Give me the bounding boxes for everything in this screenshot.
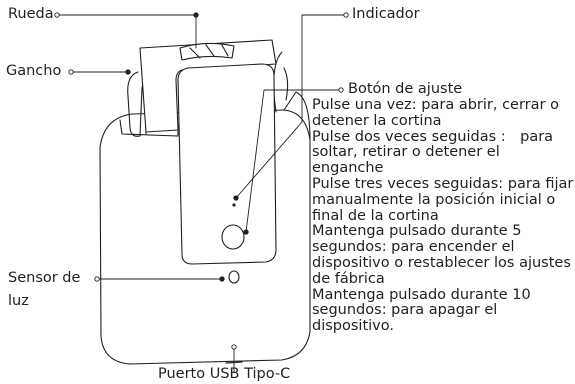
usb-port-label: Puerto USB Tipo-C (158, 366, 291, 382)
body-shoulder (119, 119, 179, 137)
indicator-label: Indicador (352, 6, 420, 22)
hook-label: Gancho (6, 63, 62, 79)
indicator-dot (232, 203, 236, 207)
light-sensor (228, 270, 240, 284)
instruction-item: Mantenga pulsado durante 10 segundos: pa… (312, 286, 531, 335)
wheel-label: Rueda (8, 6, 54, 22)
front-panel (177, 63, 277, 265)
leader-lines (54, 12, 349, 373)
instruction-item: Pulse una vez: para abrir, cerrar o dete… (312, 97, 559, 129)
instruction-item: Pulse tres veces seguidas: para fijar ma… (312, 175, 574, 224)
instruction-item: Pulse dos veces seguidas : para soltar, … (312, 128, 554, 177)
light-sensor-label-line2: luz (8, 293, 29, 309)
light-sensor-label-line1: Sensor de (8, 270, 81, 286)
instruction-item: Mantenga pulsado durante 5 segundos: par… (312, 223, 571, 287)
wheel (179, 42, 235, 61)
button-instructions: Pulse una vez: para abrir, cerrar o dete… (312, 97, 574, 335)
adjust-button-label: Botón de ajuste (348, 81, 463, 97)
adjust-button (221, 224, 245, 250)
